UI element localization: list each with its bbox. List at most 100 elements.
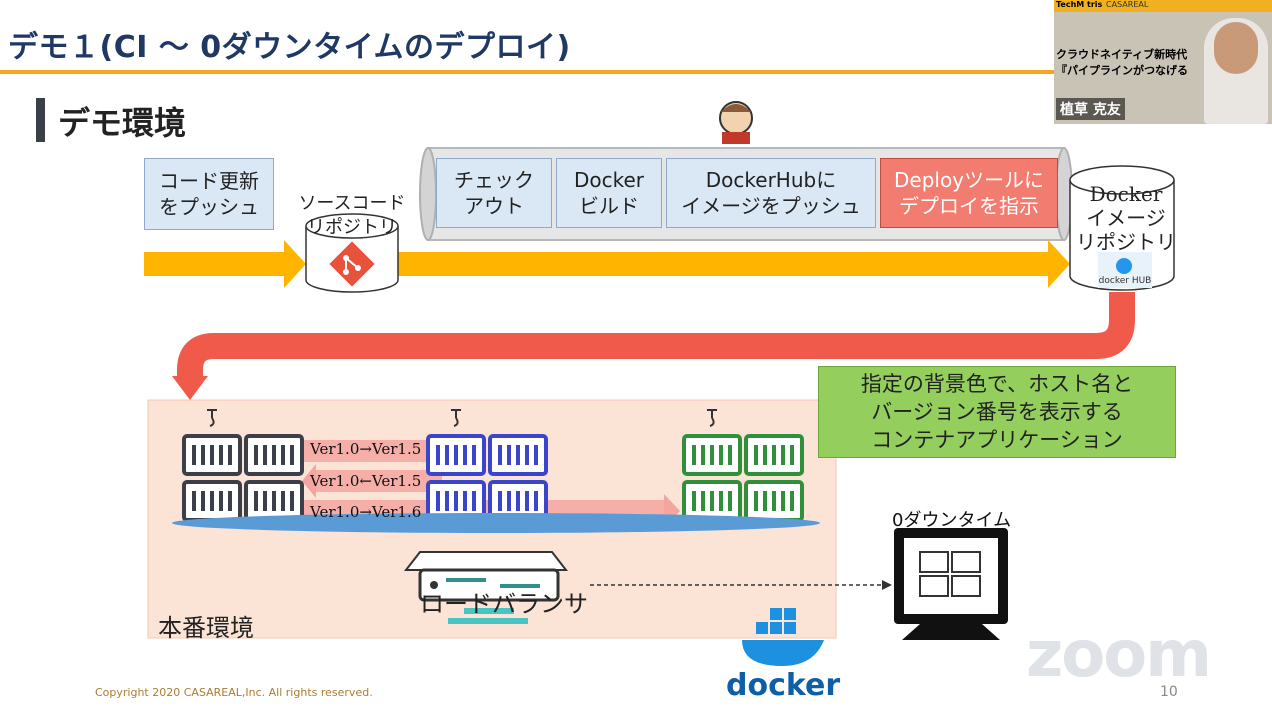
source-repo-label-line2: リポジトリ bbox=[307, 217, 397, 238]
zoom-watermark: zoom bbox=[1026, 618, 1212, 692]
step-deploy-line2: デプロイを指示 bbox=[899, 194, 1039, 218]
green-container-rib bbox=[719, 445, 723, 465]
speaker-name: 植草 克友 bbox=[1056, 98, 1125, 120]
gray-container-rib bbox=[228, 445, 232, 465]
docker-repo-label: Docker イメージ リポジトリ bbox=[1070, 182, 1182, 254]
app-callout: 指定の背景色で、ホスト名と バージョン番号を表示する コンテナアプリケーション bbox=[818, 366, 1176, 458]
green-container-rib bbox=[719, 491, 723, 511]
version-label-2: Ver1.0←Ver1.5 bbox=[310, 472, 422, 490]
green-container-rib bbox=[754, 445, 758, 465]
step-build-line2: ビルド bbox=[579, 194, 639, 218]
gray-container-rib bbox=[290, 445, 294, 465]
blue-container-rib bbox=[534, 491, 538, 511]
traffic-arrow-dashed bbox=[590, 580, 892, 590]
push-callout: コード更新 をプッシュ bbox=[144, 158, 274, 230]
webcam-banner bbox=[1054, 0, 1272, 12]
green-container-rib bbox=[763, 445, 767, 465]
app-callout-line1: 指定の背景色で、ホスト名と bbox=[860, 372, 1134, 396]
step-checkout-line2: アウト bbox=[464, 194, 524, 218]
slide-subtitle: デモ環境 bbox=[58, 104, 187, 142]
blue-container-rib bbox=[525, 445, 529, 465]
webcam-tag-techmatrix: TechM tris bbox=[1056, 0, 1103, 9]
flow-arrow-yellow-2 bbox=[396, 240, 1070, 288]
step-checkout-callout: チェック アウト bbox=[436, 158, 552, 228]
blue-crane-hook-icon bbox=[451, 409, 461, 427]
blue-container-rib bbox=[436, 491, 440, 511]
monitor-icon bbox=[894, 528, 1008, 640]
green-container-rib bbox=[692, 491, 696, 511]
source-repo-label: ソースコード リポジトリ bbox=[290, 192, 414, 240]
blue-container-rib bbox=[454, 491, 458, 511]
blue-container-rib bbox=[445, 491, 449, 511]
app-callout-line2: バージョン番号を表示する bbox=[871, 400, 1123, 424]
gray-container-rib bbox=[210, 445, 214, 465]
blue-container-rib bbox=[507, 491, 511, 511]
page-number: 10 bbox=[1160, 684, 1178, 700]
gray-container-rib bbox=[272, 491, 276, 511]
blue-container-rib bbox=[498, 445, 502, 465]
blue-container-rib bbox=[445, 445, 449, 465]
speaker-face bbox=[1214, 22, 1258, 74]
blue-container-rib bbox=[516, 445, 520, 465]
docker-repo-line3: リポジトリ bbox=[1076, 230, 1176, 254]
green-container-rib bbox=[701, 445, 705, 465]
step-build-line1: Docker bbox=[573, 168, 645, 192]
app-callout-line3: コンテナアプリケーション bbox=[871, 428, 1123, 452]
green-container-rib bbox=[772, 445, 776, 465]
green-container-rib bbox=[790, 445, 794, 465]
gray-container-rib bbox=[263, 445, 267, 465]
gray-container-rib bbox=[272, 445, 276, 465]
green-container-rib bbox=[710, 445, 714, 465]
green-container-rib bbox=[728, 491, 732, 511]
source-repo-label-line1: ソースコード bbox=[298, 193, 406, 214]
gray-container-rib bbox=[281, 445, 285, 465]
copyright-text: Copyright 2020 CASAREAL,Inc. All rights … bbox=[95, 686, 373, 699]
green-container-rib bbox=[710, 491, 714, 511]
webcam-poster-text2: 『パイプラインがつなげる bbox=[1056, 64, 1188, 77]
gray-container-rib bbox=[254, 445, 258, 465]
dockerhub-badge-label: docker HUB bbox=[1098, 276, 1152, 286]
container-group-green bbox=[682, 409, 804, 522]
green-container-rib bbox=[754, 491, 758, 511]
load-balancer-label: ロードバランサ bbox=[420, 590, 588, 618]
blue-container-rib bbox=[507, 445, 511, 465]
step-deploy-callout: Deployツールに デプロイを指示 bbox=[880, 158, 1058, 228]
green-container-rib bbox=[790, 491, 794, 511]
blue-container-rib bbox=[472, 491, 476, 511]
blue-container-rib bbox=[454, 445, 458, 465]
gray-container-rib bbox=[192, 491, 196, 511]
webcam-poster-text1: クラウドネイティブ新時代 bbox=[1056, 48, 1188, 61]
step-push-image-line1: DockerHubに bbox=[705, 168, 837, 192]
version-label-1: Ver1.0→Ver1.5 bbox=[310, 440, 422, 458]
container-group-gray bbox=[182, 409, 304, 522]
version-label-3: Ver1.0→Ver1.6 bbox=[310, 503, 422, 521]
gray-container-rib bbox=[290, 491, 294, 511]
blue-container-rib bbox=[534, 445, 538, 465]
gray-container-rib bbox=[281, 491, 285, 511]
step-build-callout: Docker ビルド bbox=[556, 158, 662, 228]
gray-crane-hook-icon bbox=[207, 409, 217, 427]
flow-arrow-yellow-1 bbox=[144, 240, 306, 288]
blue-container-rib bbox=[463, 491, 467, 511]
blue-container-rib bbox=[516, 491, 520, 511]
webcam-thumbnail[interactable]: TechM tris CASAREAL クラウドネイティブ新時代 『パイプライン… bbox=[1054, 0, 1272, 124]
blue-container-rib bbox=[472, 445, 476, 465]
gray-container-rib bbox=[228, 491, 232, 511]
blue-container-rib bbox=[525, 491, 529, 511]
webcam-tag-casareal: CASAREAL bbox=[1106, 0, 1149, 9]
docker-repo-line2: イメージ bbox=[1086, 206, 1166, 230]
gray-container-rib bbox=[254, 491, 258, 511]
blue-container-rib bbox=[463, 445, 467, 465]
step-deploy-line1: Deployツールに bbox=[893, 168, 1045, 192]
blue-container-rib bbox=[436, 445, 440, 465]
green-container-rib bbox=[728, 445, 732, 465]
title-underline bbox=[0, 70, 1272, 74]
docker-whale-small-icon bbox=[1116, 258, 1132, 274]
green-crane-hook-icon bbox=[707, 409, 717, 427]
push-callout-line1: コード更新 bbox=[159, 169, 259, 193]
green-container-rib bbox=[772, 491, 776, 511]
green-container-rib bbox=[692, 445, 696, 465]
docker-repo-cylinder bbox=[1069, 165, 1175, 291]
green-container-rib bbox=[781, 445, 785, 465]
gray-container-rib bbox=[201, 491, 205, 511]
